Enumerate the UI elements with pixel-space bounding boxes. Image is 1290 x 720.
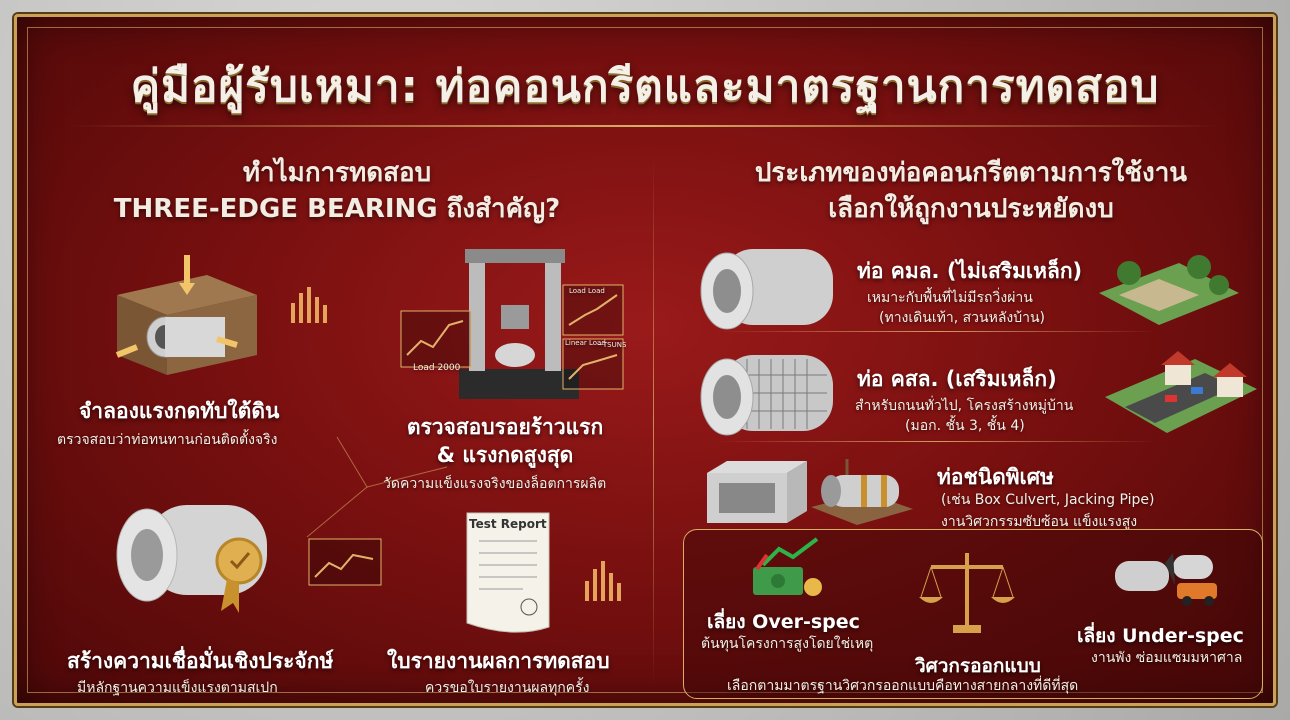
- item4-sub: ควรขอใบรายงานผลทุกครั้ง: [425, 680, 590, 696]
- jacking-pipe-icon: [811, 459, 913, 525]
- item4-title: ใบรายงานผลการทดสอบ: [387, 649, 610, 673]
- street-scene-icon: [1105, 351, 1257, 433]
- title-rule: [67, 125, 1223, 127]
- item2-title-line1: ตรวจสอบรอยร้าวแรก: [406, 415, 604, 439]
- item1-sub: ตรวจสอบว่าท่อทนทานก่อนติดตั้งจริง: [57, 432, 278, 448]
- type2-sub1: สำหรับถนนทั่วไป, โครงสร้างหมู่บ้าน: [855, 398, 1074, 414]
- left-heading-line1: ทำไมการทดสอบ: [242, 158, 432, 188]
- item3-sub: มีหลักฐานความแข็งแรงตามสเปก: [77, 680, 278, 696]
- pipe-certificate-icon: [116, 505, 267, 613]
- type1-sub2: (ทางเดินเท้า, สวนหลังบ้าน): [879, 310, 1046, 326]
- park-scene-icon: [1099, 255, 1239, 325]
- test-report-document-icon: [466, 512, 550, 633]
- under-spec-title: เลี่ยง Under-spec: [1077, 625, 1244, 647]
- over-spec-title: เลี่ยง Over-spec: [707, 611, 860, 633]
- item2-title: ตรวจสอบรอยร้าวแรก & แรงกดสูงสุด: [377, 413, 633, 469]
- type1-sub1: เหมาะกับพื้นที่ไม่มีรถวิ่งผ่าน: [867, 290, 1033, 306]
- under-spec-sub: งานพัง ซ่อมแซมมหาศาล: [1091, 650, 1243, 666]
- test-report-label: Test Report: [469, 517, 547, 531]
- screen-graph-1: [562, 284, 624, 336]
- type3-sub2: งานวิศวกรรมซับซ้อน แข็งแรงสูง: [941, 514, 1138, 530]
- load-chart-label: Load 2000: [413, 363, 461, 373]
- reinforced-concrete-pipe-icon: [700, 355, 833, 436]
- column-divider: [653, 157, 654, 687]
- right-heading-line2: เลือกให้ถูกงานประหยัดงบ: [828, 194, 1114, 224]
- balance-scale-icon: [919, 553, 1015, 633]
- money-growth-icon: [753, 537, 822, 596]
- type3-sub1: (เช่น Box Culvert, Jacking Pipe): [941, 492, 1155, 508]
- right-heading-line1: ประเภทของท่อคอนกรีตตามการใช้งาน: [754, 158, 1188, 188]
- spec-balance-panel: [683, 529, 1263, 699]
- report-bar-chart-icon: [585, 561, 621, 601]
- screen-graph-2-label: Linear Load: [565, 339, 606, 347]
- item1-title: จำลองแรงกดทับใต้ดิน: [79, 399, 280, 423]
- connector-lines: [306, 436, 448, 538]
- infographic-board: คู่มือผู้รับเหมา: ท่อคอนกรีตและมาตรฐานกา…: [14, 14, 1276, 706]
- page-title: คู่มือผู้รับเหมา: ท่อคอนกรีตและมาตรฐานกา…: [130, 61, 1160, 112]
- box-culvert-icon: [707, 461, 807, 523]
- plain-concrete-pipe-icon: [700, 249, 833, 330]
- over-spec-sub: ต้นทุนโครงการสูงโดยใช่เหตุ: [701, 636, 874, 652]
- engineer-title: วิศวกรออกแบบ: [915, 655, 1041, 677]
- right-heading: ประเภทของท่อคอนกรีตตามการใช้งาน เลือกให้…: [681, 155, 1261, 227]
- soil-box-pressure-icon: [115, 255, 257, 375]
- type1-title: ท่อ คมล. (ไม่เสริมเหล็ก): [857, 259, 1083, 283]
- separator-2: [717, 441, 1157, 442]
- testing-machine-icon: [459, 249, 579, 399]
- item3-title: สร้างความเชื่อมั่นเชิงประจักษ์: [67, 649, 334, 673]
- bar-chart-icon: [291, 287, 327, 323]
- panel-footer: เลือกตามมาตรฐานวิศวกรออกแบบคือทางสายกลาง…: [727, 678, 1079, 694]
- left-heading: ทำไมการทดสอบ THREE-EDGE BEARING ถึงสำคัญ…: [57, 155, 617, 227]
- screen-graph-2-value: ~TSUNS: [597, 341, 627, 349]
- left-heading-line2: THREE-EDGE BEARING ถึงสำคัญ?: [113, 194, 561, 224]
- broken-pipe-car-icon: [1115, 553, 1217, 606]
- type3-title: ท่อชนิดพิเศษ: [937, 465, 1054, 489]
- item2-sub: วัดความแข็งแรงจริงของล็อตการผลิต: [383, 476, 607, 492]
- type2-sub2: (มอก. ชั้น 3, ชั้น 4): [905, 418, 1025, 434]
- trend-chart-card: [308, 538, 382, 586]
- item2-title-line2: & แรงกดสูงสุด: [436, 443, 574, 467]
- separator-1: [717, 331, 1157, 332]
- inner-frame: [27, 27, 1263, 693]
- screen-graph-1-label: Load Load: [569, 287, 605, 295]
- type2-title: ท่อ คสล. (เสริมเหล็ก): [857, 367, 1057, 391]
- screen-graph-2: [562, 338, 624, 390]
- load-chart-card: [400, 310, 472, 368]
